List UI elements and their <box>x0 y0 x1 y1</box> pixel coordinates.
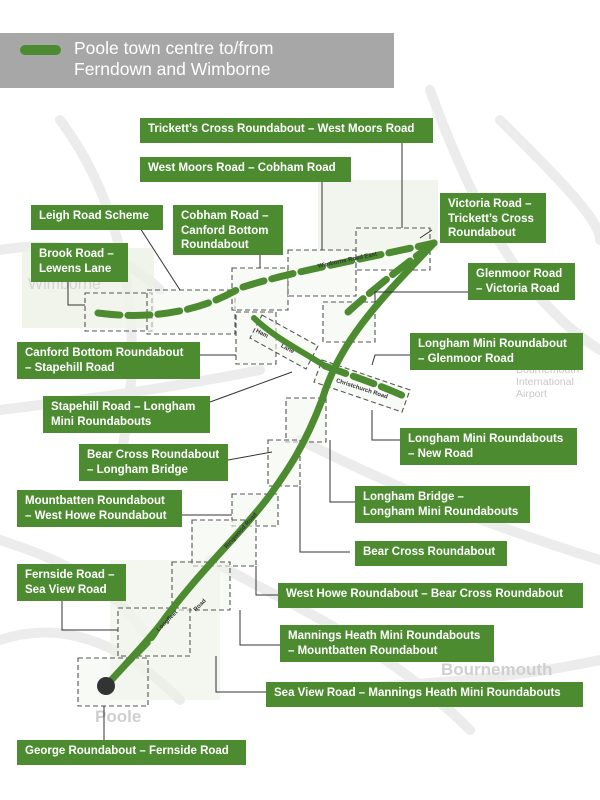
place-poole: Poole <box>95 707 142 726</box>
label-cobham-canford-bottom: Cobham Road – Canford Bottom Roundabout <box>173 205 283 255</box>
label-longham-mini-new-road: Longham Mini Roundabouts – New Road <box>400 428 577 465</box>
route-wimborne-road-east <box>94 239 438 319</box>
label-west-howe-bear-cross: West Howe Roundabout – Bear Cross Rounda… <box>278 583 583 608</box>
label-longham-bridge-longham-mini: Longham Bridge – Longham Mini Roundabout… <box>355 486 530 523</box>
poole-terminus-dot <box>97 677 115 695</box>
route-longfleet-road-loop <box>103 625 161 689</box>
label-bear-cross-roundabout: Bear Cross Roundabout <box>355 541 507 566</box>
label-george-fernside: George Roundabout – Fernside Road <box>17 740 246 765</box>
label-tricketts-cross-west-moors: Trickett’s Cross Roundabout – West Moors… <box>140 118 433 143</box>
label-mannings-heath-mountbatten: Mannings Heath Mini Roundabouts – Mountb… <box>280 625 494 662</box>
route-ham-lane <box>251 315 328 369</box>
map-title: Poole town centre to/from Ferndown and W… <box>74 38 274 79</box>
legend-header: Poole town centre to/from Ferndown and W… <box>0 33 394 88</box>
place-bournemouth: Bournemouth <box>441 660 553 679</box>
label-sea-view-mannings-heath: Sea View Road – Mannings Heath Mini Roun… <box>266 682 583 707</box>
label-victoria-tricketts-cross: Victoria Road – Trickett’s Cross Roundab… <box>440 193 546 243</box>
label-longham-mini-glenmoor: Longham Mini Roundabout – Glenmoor Road <box>410 333 583 370</box>
label-canford-bottom-stapehill: Canford Bottom Roundabout – Stapehill Ro… <box>17 342 200 379</box>
route-lines <box>94 239 438 690</box>
label-fernside-sea-view: Fernside Road – Sea View Road <box>17 564 126 601</box>
label-bear-cross-longham-bridge: Bear Cross Roundabout – Longham Bridge <box>79 444 228 481</box>
label-brook-lewens: Brook Road – Lewens Lane <box>31 243 128 282</box>
label-leigh-road-scheme: Leigh Road Scheme <box>31 205 163 230</box>
route-legend-swatch <box>20 45 61 55</box>
label-mountbatten-west-howe: Mountbatten Roundabout – West Howe Round… <box>17 490 182 527</box>
label-glenmoor-victoria: Glenmoor Road – Victoria Road <box>468 263 575 300</box>
label-west-moors-cobham: West Moors Road – Cobham Road <box>140 157 351 182</box>
label-stapehill-longham-mini: Stapehill Road – Longham Mini Roundabout… <box>43 396 210 433</box>
